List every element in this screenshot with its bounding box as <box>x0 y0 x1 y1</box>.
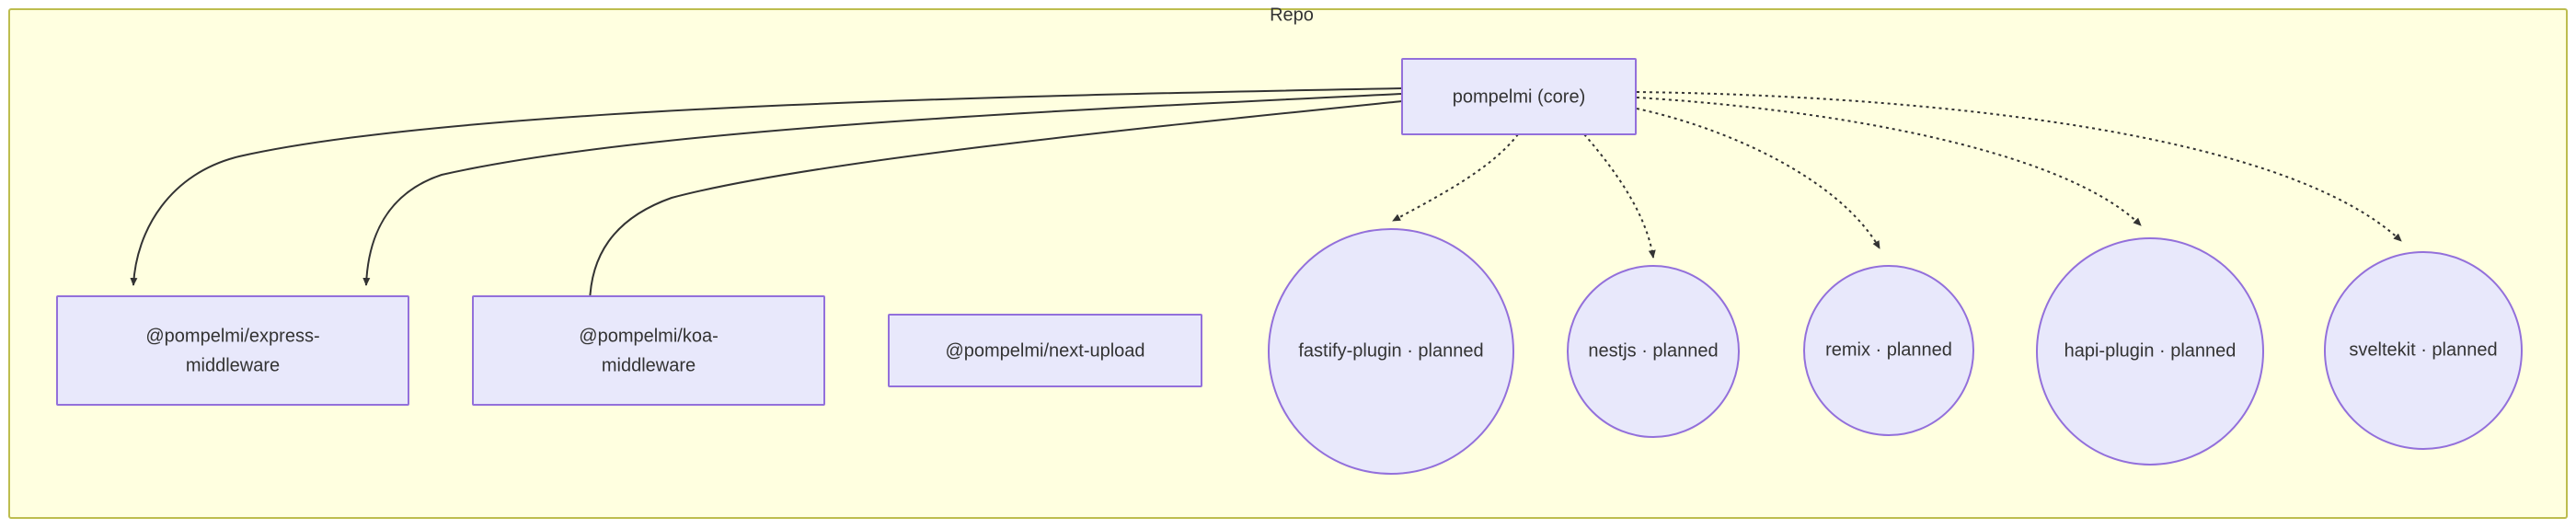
node-remix-label: remix · planned <box>1825 339 1952 360</box>
edge-core-to-fastify <box>1392 133 1519 222</box>
node-fastify-label: fastify-plugin · planned <box>1298 340 1483 361</box>
node-hapi-label: hapi-plugin · planned <box>2064 340 2237 361</box>
edge-core-to-next-upload <box>586 100 1403 305</box>
node-core-label: pompelmi (core) <box>1453 86 1585 107</box>
node-remix[interactable]: remix · planned <box>1803 265 1974 436</box>
node-hapi[interactable]: hapi-plugin · planned <box>2036 237 2264 466</box>
node-koa[interactable]: @pompelmi/koa- middleware <box>472 295 825 406</box>
node-express[interactable]: @pompelmi/express- middleware <box>56 295 409 406</box>
node-fastify[interactable]: fastify-plugin · planned <box>1268 228 1514 475</box>
node-nestjs-label: nestjs · planned <box>1588 340 1718 361</box>
node-fastify-circle[interactable] <box>1268 228 1514 475</box>
node-core-rect[interactable] <box>1401 58 1637 135</box>
node-next-upload-label: @pompelmi/next-upload <box>945 340 1144 361</box>
node-express-label-line1: @pompelmi/express- <box>145 326 319 346</box>
node-express-rect[interactable] <box>56 295 409 406</box>
node-core[interactable]: pompelmi (core) <box>1401 58 1637 135</box>
edge-core-to-sveltekit <box>1636 91 2402 242</box>
node-sveltekit[interactable]: sveltekit · planned <box>2324 251 2523 450</box>
edge-core-to-koa <box>362 93 1403 286</box>
cluster-repo-label: Repo <box>1270 5 1314 25</box>
node-sveltekit-label: sveltekit · planned <box>2349 339 2497 360</box>
node-next-upload-rect[interactable] <box>888 314 1202 387</box>
node-koa-label-line2: middleware <box>602 355 696 375</box>
node-nestjs-circle[interactable] <box>1567 265 1740 438</box>
node-koa-label-line1: @pompelmi/koa- <box>579 326 718 346</box>
node-next-upload[interactable]: @pompelmi/next-upload <box>888 314 1202 387</box>
node-koa-rect[interactable] <box>472 295 825 406</box>
node-hapi-circle[interactable] <box>2036 237 2264 466</box>
edge-core-to-express <box>130 87 1403 286</box>
node-express-label-line2: middleware <box>186 355 280 375</box>
node-sveltekit-circle[interactable] <box>2324 251 2523 450</box>
node-remix-circle[interactable] <box>1803 265 1974 436</box>
node-nestjs[interactable]: nestjs · planned <box>1567 265 1740 438</box>
